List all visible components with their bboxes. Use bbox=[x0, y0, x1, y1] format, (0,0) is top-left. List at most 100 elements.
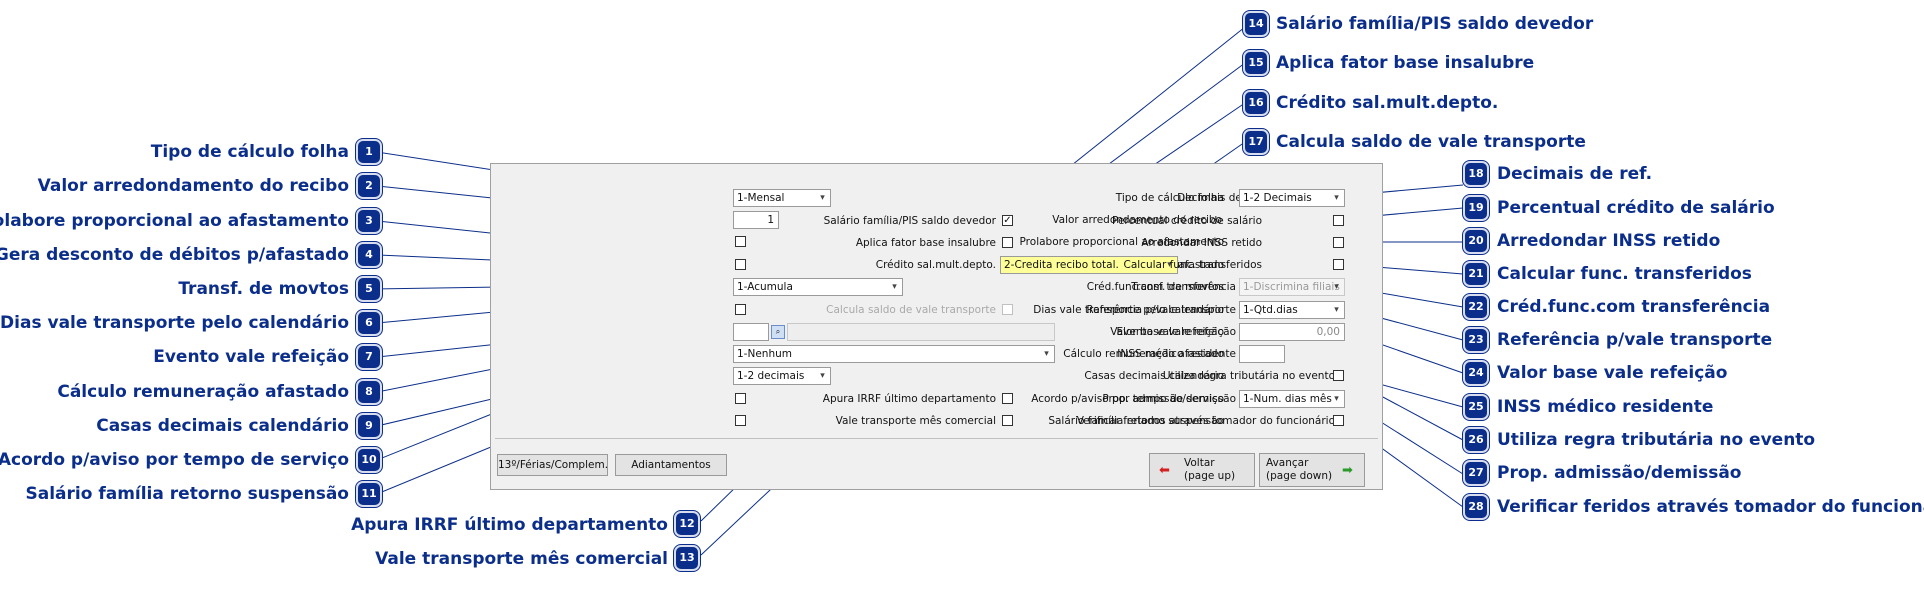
inss-medico-input[interactable] bbox=[1239, 345, 1285, 363]
arrow-right-icon: ➡ bbox=[1342, 463, 1353, 478]
annotation-badge-7: 7 bbox=[356, 344, 382, 370]
verificar-feriados-label: Verificar feriados através tomador do fu… bbox=[1076, 415, 1335, 427]
calculo-remun-select[interactable]: 1-Nenhum▾ bbox=[733, 345, 1055, 363]
annotation-badge-3: 3 bbox=[356, 208, 382, 234]
annotation-label-4: Gera desconto de débitos p/afastado bbox=[0, 245, 349, 265]
annotation-label-15: Aplica fator base insalubre bbox=[1276, 53, 1535, 73]
inss-medico-label: INSS médico residente bbox=[1117, 348, 1236, 360]
prop-admissao-label: Prop. admissão/demissão bbox=[1102, 393, 1236, 405]
annotation-label-11: Salário família retorno suspensão bbox=[25, 484, 350, 504]
salario-familia-pis-label: Salário família/PIS saldo devedor bbox=[823, 215, 996, 227]
dias-vale-checkbox[interactable] bbox=[735, 304, 746, 315]
transf-movtos-select[interactable]: 1-Acumula▾ bbox=[733, 278, 903, 296]
annotation-badge-26: 26 bbox=[1463, 427, 1489, 453]
annotation-label-12: Apura IRRF último departamento bbox=[351, 515, 668, 535]
evento-vale-input[interactable] bbox=[733, 323, 769, 341]
vale-transporte-comercial-checkbox[interactable] bbox=[1002, 415, 1013, 426]
acordo-aviso-checkbox[interactable] bbox=[735, 393, 746, 404]
annotation-badge-17: 17 bbox=[1243, 129, 1269, 155]
prop-admissao-select[interactable]: 1-Num. dias mês▾ bbox=[1239, 390, 1345, 408]
valor-arredondamento-label: Valor arredondamento do recibo bbox=[1052, 214, 1222, 226]
annotation-label-10: Acordo p/aviso por tempo de serviço bbox=[0, 450, 349, 470]
aplica-fator-label: Aplica fator base insalubre bbox=[855, 237, 996, 249]
salario-familia-susp-checkbox[interactable] bbox=[735, 415, 746, 426]
annotation-label-5: Transf. de movtos bbox=[178, 279, 349, 299]
chevron-down-icon: ▾ bbox=[1167, 260, 1172, 270]
annotation-label-3: Prolabore proporcional ao afastamento bbox=[0, 211, 349, 231]
salario-familia-pis-checkbox[interactable]: ✓ bbox=[1002, 215, 1013, 226]
annotation-badge-12: 12 bbox=[674, 511, 700, 537]
valor-arredondamento-input[interactable]: 1 bbox=[733, 211, 779, 229]
calcular-func-label: Calcular func. transferidos bbox=[1123, 259, 1262, 271]
annotation-label-23: Referência p/vale transporte bbox=[1497, 330, 1773, 350]
tipo-calculo-select[interactable]: 1-Mensal▾ bbox=[733, 189, 831, 207]
annotation-badge-13: 13 bbox=[674, 545, 700, 571]
valor-base-vale-input[interactable]: 0,00 bbox=[1239, 323, 1345, 341]
annotation-label-9: Casas decimais calendário bbox=[96, 416, 349, 436]
decimais-ref-select[interactable]: 1-2 Decimais▾ bbox=[1239, 189, 1345, 207]
utiliza-regra-label: Utiliza regra tributária no evento bbox=[1162, 370, 1335, 382]
annotation-label-7: Evento vale refeição bbox=[153, 347, 349, 367]
referencia-vale-select[interactable]: 1-Qtd.dias▾ bbox=[1239, 301, 1345, 319]
avancar-button[interactable]: Avançar (page down) ➡ bbox=[1259, 453, 1365, 487]
valor-base-vale-label: Valor base vale refeição bbox=[1110, 326, 1236, 338]
referencia-vale-label: Referência p/vale transporte bbox=[1086, 304, 1236, 316]
annotation-badge-21: 21 bbox=[1463, 261, 1489, 287]
percentual-credito-label: Percentual crédito de salário bbox=[1111, 215, 1262, 227]
annotation-label-17: Calcula saldo de vale transporte bbox=[1276, 132, 1586, 152]
annotation-badge-2: 2 bbox=[356, 173, 382, 199]
chevron-down-icon: ▾ bbox=[1334, 394, 1339, 404]
aplica-fator-checkbox[interactable] bbox=[1002, 237, 1013, 248]
credito-sal-label: Crédito sal.mult.depto. bbox=[875, 259, 996, 271]
annotation-label-25: INSS médico residente bbox=[1497, 397, 1714, 417]
ferias-complem-button[interactable]: 13º/Férias/Complem. bbox=[497, 454, 608, 476]
evento-vale-label: Evento vale refeição bbox=[1116, 326, 1224, 338]
percentual-credito-checkbox[interactable] bbox=[1333, 215, 1344, 226]
verificar-feriados-checkbox[interactable] bbox=[1333, 415, 1344, 426]
acordo-aviso-label: Acordo p/aviso por tempo de serviço bbox=[1031, 393, 1224, 405]
chevron-down-icon: ▾ bbox=[1334, 282, 1339, 292]
annotation-label-22: Créd.func.com transferência bbox=[1497, 297, 1771, 317]
transf-movtos-label: Transf. de movtos bbox=[1131, 281, 1224, 293]
arrow-left-icon: ⬅ bbox=[1159, 463, 1170, 478]
chevron-down-icon: ▾ bbox=[1044, 349, 1049, 359]
gera-desconto-checkbox[interactable] bbox=[735, 259, 746, 270]
credito-sal-select[interactable]: 2-Credita recibo total.▾ bbox=[1000, 256, 1178, 274]
casas-decimais-select[interactable]: 1-2 decimais▾ bbox=[733, 367, 831, 385]
prolabore-label: Prolabore proporcional ao afastamento bbox=[1019, 236, 1224, 248]
avancar-label: Avançar bbox=[1266, 457, 1309, 469]
cred-func-label: Créd.func.com transferência bbox=[1086, 281, 1236, 293]
annotation-badge-24: 24 bbox=[1463, 360, 1489, 386]
annotation-badge-18: 18 bbox=[1463, 161, 1489, 187]
chevron-down-icon: ▾ bbox=[892, 282, 897, 292]
annotation-badge-10: 10 bbox=[356, 447, 382, 473]
chevron-down-icon: ▾ bbox=[820, 193, 825, 203]
chevron-down-icon: ▾ bbox=[820, 371, 825, 381]
annotation-badge-14: 14 bbox=[1243, 11, 1269, 37]
apura-irrf-label: Apura IRRF último departamento bbox=[822, 393, 996, 405]
apura-irrf-checkbox[interactable] bbox=[1002, 393, 1013, 404]
voltar-button[interactable]: ⬅ Voltar (page up) bbox=[1149, 453, 1255, 487]
annotation-badge-9: 9 bbox=[356, 413, 382, 439]
casas-decimais-label: Casas decimais calendário bbox=[1084, 370, 1224, 382]
voltar-shortcut: (page up) bbox=[1184, 470, 1236, 482]
calcular-func-checkbox[interactable] bbox=[1333, 259, 1344, 270]
search-icon[interactable]: ⌕ bbox=[771, 325, 785, 339]
prolabore-checkbox[interactable] bbox=[735, 236, 746, 247]
annotation-label-1: Tipo de cálculo folha bbox=[150, 142, 349, 162]
tipo-calculo-label: Tipo de cálculo folha bbox=[1115, 192, 1224, 204]
arredondar-inss-checkbox[interactable] bbox=[1333, 237, 1344, 248]
annotation-badge-15: 15 bbox=[1243, 50, 1269, 76]
calcula-saldo-vale-checkbox[interactable] bbox=[1002, 304, 1013, 315]
annotation-badge-27: 27 bbox=[1463, 460, 1489, 486]
annotation-label-16: Crédito sal.mult.depto. bbox=[1276, 93, 1499, 113]
annotation-badge-1: 1 bbox=[356, 139, 382, 165]
annotation-badge-16: 16 bbox=[1243, 90, 1269, 116]
utiliza-regra-checkbox[interactable] bbox=[1333, 370, 1344, 381]
cred-func-select[interactable]: 1-Discrimina filiais▾ bbox=[1239, 278, 1345, 296]
adiantamentos-button[interactable]: Adiantamentos bbox=[615, 454, 727, 476]
annotation-badge-19: 19 bbox=[1463, 195, 1489, 221]
avancar-shortcut: (page down) bbox=[1266, 470, 1333, 482]
voltar-label: Voltar bbox=[1184, 457, 1215, 469]
annotation-badge-22: 22 bbox=[1463, 294, 1489, 320]
